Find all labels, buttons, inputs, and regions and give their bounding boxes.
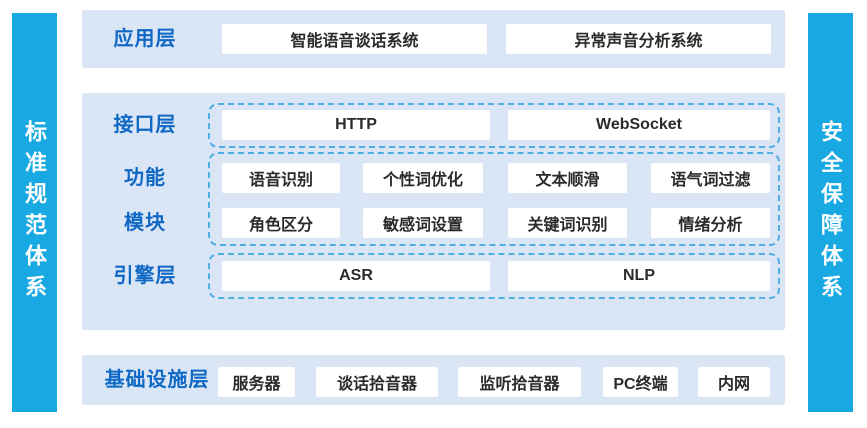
infrastructure-layer-panel: 基础设施层 服务器 谈话拾音器 监听拾音器 PC终端 内网 [82,355,785,405]
engine-box-asr: ASR [222,261,490,291]
infrastructure-box-server: 服务器 [218,367,295,397]
infrastructure-box-monitoring-microphone: 监听拾音器 [458,367,581,397]
interface-layer-group [208,103,780,148]
function-modules-label-line1: 功能 [124,167,166,189]
engine-layer-label: 引擎层 [113,265,177,287]
engine-box-nlp: NLP [508,261,770,291]
right-pillar-label: 安全保障体系 [818,119,843,306]
infrastructure-box-pc-terminal: PC终端 [603,367,678,397]
function-module-box-filler-word-filter: 语气词过滤 [651,163,770,193]
app-system-box-voice-conversation: 智能语音谈话系统 [222,24,487,54]
function-module-box-sensitive-word-setting: 敏感词设置 [363,208,483,238]
function-modules-group [208,152,780,246]
infrastructure-box-conversation-microphone: 谈话拾音器 [316,367,438,397]
infrastructure-layer-label: 基础设施层 [104,369,210,391]
function-module-box-emotion-analysis: 情绪分析 [651,208,770,238]
app-system-box-abnormal-sound: 异常声音分析系统 [506,24,771,54]
infrastructure-box-intranet: 内网 [698,367,770,397]
function-module-box-role-separation: 角色区分 [222,208,340,238]
right-pillar-security: 安全保障体系 [808,13,853,412]
function-module-box-speech-recognition: 语音识别 [222,163,340,193]
function-module-box-keyword-recognition: 关键词识别 [508,208,627,238]
application-layer-panel: 应用层 智能语音谈话系统 异常声音分析系统 [82,10,785,68]
engine-layer-group [208,253,780,299]
function-module-box-text-smoothing: 文本顺滑 [508,163,627,193]
function-module-box-personal-word-optimization: 个性词优化 [363,163,483,193]
function-modules-label-line2: 模块 [124,212,166,234]
interface-layer-label: 接口层 [113,114,177,136]
interface-protocol-box-websocket: WebSocket [508,110,770,140]
application-layer-label: 应用层 [113,28,177,50]
interface-protocol-box-http: HTTP [222,110,490,140]
core-layers-panel: 接口层 功能 模块 引擎层 HTTP WebSocket 语音识别 个性词优化 … [82,93,785,330]
left-pillar-standards: 标准规范体系 [12,13,57,412]
left-pillar-label: 标准规范体系 [22,119,47,306]
